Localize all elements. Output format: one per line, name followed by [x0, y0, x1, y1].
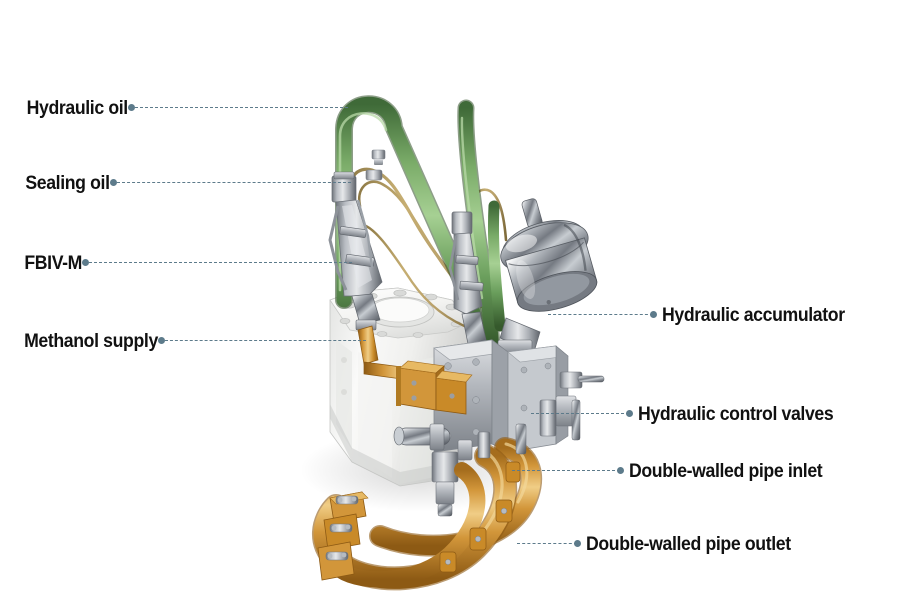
hydraulic-oil-hose-right: [457, 99, 506, 353]
callout-label-double-walled-pipe-inlet: Double-walled pipe inlet: [629, 461, 823, 482]
leader-dot-methanol-supply: [158, 337, 165, 344]
leader-line-hydraulic-accumulator: [548, 314, 653, 315]
leader-line-hydraulic-oil: [135, 107, 348, 108]
callout-label-methanol-supply: Methanol supply: [24, 331, 158, 352]
hydraulic-oil-hose-left: [335, 95, 487, 345]
leader-line-hydraulic-control-valves: [531, 413, 629, 414]
leader-line-methanol-supply: [165, 340, 366, 341]
hydraulic-accumulator: [500, 198, 598, 312]
fbiv-m-injector-left: [328, 171, 383, 331]
leader-line-double-walled-pipe-inlet: [512, 470, 620, 471]
leader-dot-hydraulic-oil: [128, 104, 135, 111]
leader-dot-double-walled-pipe-outlet: [574, 540, 581, 547]
solenoid-valve: [539, 371, 605, 441]
callout-label-sealing-oil: Sealing oil: [25, 173, 111, 194]
callout-label-hydraulic-oil: Hydraulic oil: [26, 98, 129, 119]
lower-valve-hardware: [457, 423, 527, 461]
leader-line-double-walled-pipe-outlet: [517, 543, 577, 544]
double-walled-pipe-inlet: [369, 437, 542, 557]
leader-dot-hydraulic-control-valves: [626, 410, 633, 417]
sealing-oil-tube-clamp: [365, 149, 386, 181]
pipe-support-bracket: [317, 491, 369, 581]
leader-dot-hydraulic-accumulator: [650, 311, 657, 318]
callout-label-hydraulic-control-valves: Hydraulic control valves: [638, 404, 834, 425]
callout-label-hydraulic-accumulator: Hydraulic accumulator: [662, 305, 845, 326]
chrome-cross-fitting: [393, 423, 451, 451]
callout-label-fbiv-m: FBIV-M: [24, 253, 82, 274]
callout-label-double-walled-pipe-outlet: Double-walled pipe outlet: [586, 534, 791, 555]
leader-line-sealing-oil: [117, 182, 351, 183]
leader-dot-fbiv-m: [82, 259, 89, 266]
hydraulic-control-valve-block: [431, 339, 605, 517]
fbiv-m-injector-right: [448, 211, 487, 345]
leader-dot-double-walled-pipe-inlet: [617, 467, 624, 474]
methanol-manifold-block: [357, 325, 473, 415]
leader-line-fbiv-m: [89, 262, 352, 263]
leader-dot-sealing-oil: [110, 179, 117, 186]
